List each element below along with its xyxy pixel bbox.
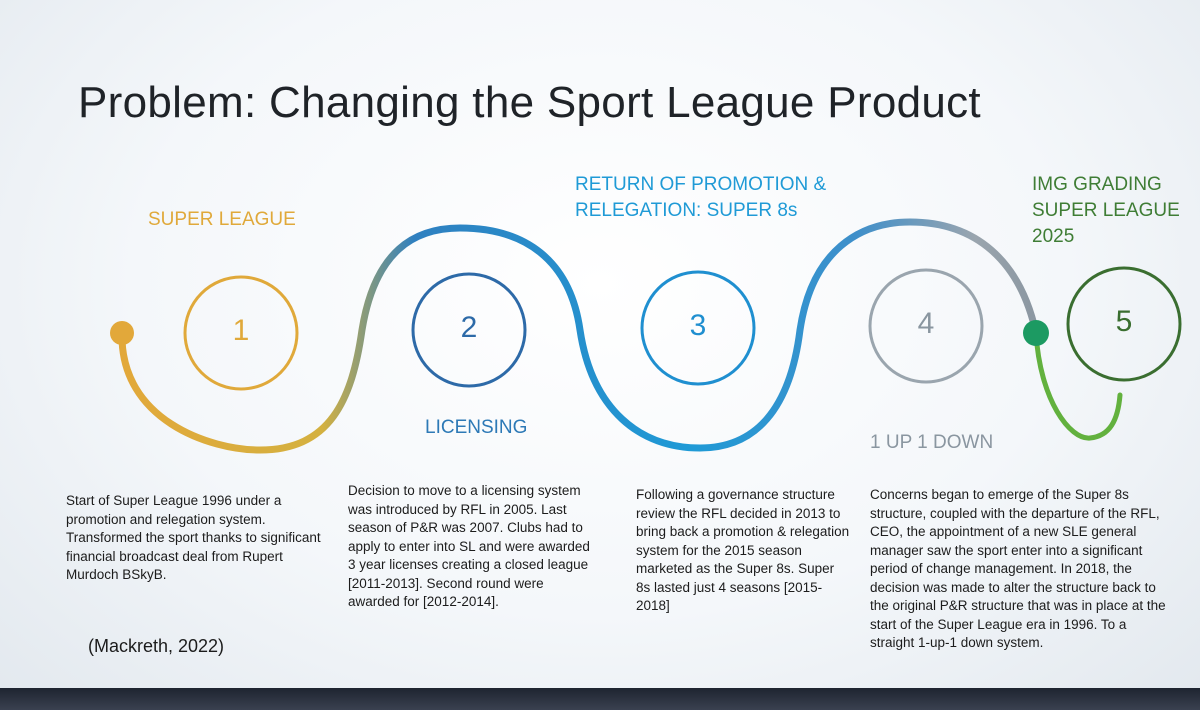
stage-2-label: LICENSING xyxy=(425,417,528,438)
stage-4-circle xyxy=(868,268,984,384)
citation: (Mackreth, 2022) xyxy=(88,636,225,656)
stage-5-label-line-3: 2025 xyxy=(1032,226,1075,247)
stage-5-label-line-2: SUPER LEAGUE xyxy=(1032,200,1180,221)
stage-5-number: 5 xyxy=(1115,305,1133,338)
stage-2-number: 2 xyxy=(460,311,478,344)
stage-5-label-line-1: IMG GRADING xyxy=(1032,174,1162,195)
stage-3-label-line-1: RETURN OF PROMOTION & xyxy=(575,174,827,195)
screen-bottom-bezel xyxy=(0,688,1200,710)
stage-4-label: 1 UP 1 DOWN xyxy=(870,432,994,453)
stage-5-label: IMG GRADING SUPER LEAGUE 2025 xyxy=(1032,172,1180,250)
stage-3-number: 3 xyxy=(689,309,707,342)
stage-1-label: SUPER LEAGUE xyxy=(148,209,296,230)
stage-2-description: Decision to move to a licensing system w… xyxy=(348,483,590,609)
start-dot xyxy=(110,321,134,345)
stage-2-circle xyxy=(411,272,527,388)
slide-title: Problem: Changing the Sport League Produ… xyxy=(78,78,981,127)
end-dot xyxy=(1023,320,1049,346)
stage-5-circle xyxy=(1066,266,1182,382)
stage-1-number: 1 xyxy=(232,314,250,347)
stage-4-description: Concerns began to emerge of the Super 8s… xyxy=(870,487,1166,650)
timeline-path xyxy=(118,218,1040,454)
stage-3-label-line-2: RELEGATION: SUPER 8s xyxy=(575,200,798,221)
stage-3-description: Following a governance structure review … xyxy=(636,487,850,613)
stage-3-label: RETURN OF PROMOTION & RELEGATION: SUPER … xyxy=(575,172,826,224)
timeline-tail xyxy=(1033,330,1123,441)
stage-3-circle xyxy=(640,270,756,386)
stage-4-number: 4 xyxy=(917,307,935,340)
stage-1-description: Start of Super League 1996 under a promo… xyxy=(66,493,321,582)
stage-1-circle xyxy=(183,275,299,391)
